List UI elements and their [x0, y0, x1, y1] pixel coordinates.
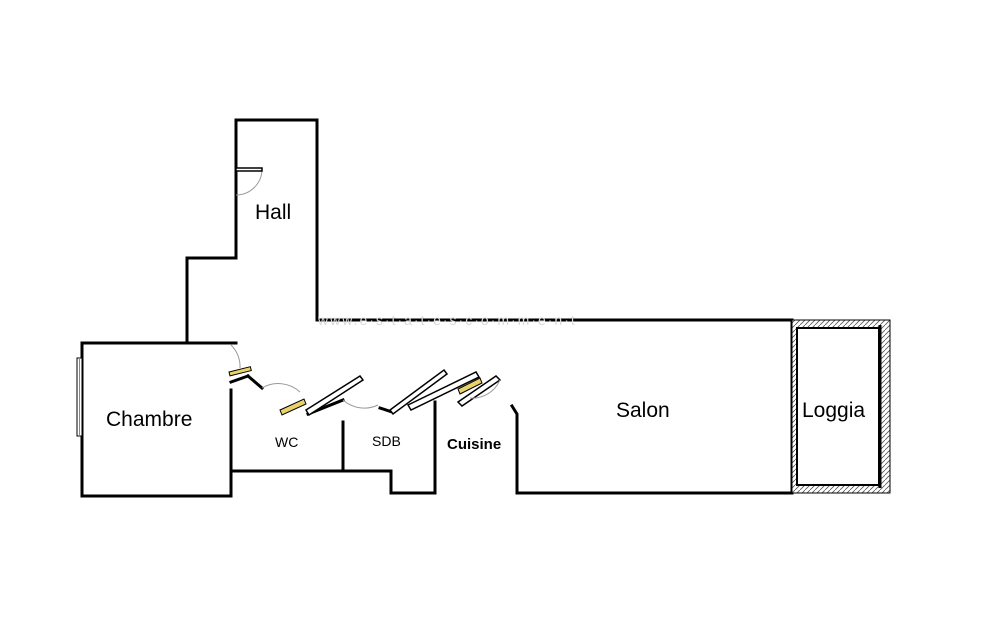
watermark: www.e·s·t·a·t·e·s·c·o·m·m·e·n·t: [317, 312, 577, 328]
sdb-door: [342, 368, 449, 416]
chambre-window: [76, 357, 83, 437]
room-label-cuisine: Cuisine: [447, 436, 501, 453]
room-label-hall: Hall: [255, 201, 291, 224]
exterior-walls: [80, 118, 794, 498]
room-label-loggia: Loggia: [802, 399, 865, 422]
wc-door: [261, 374, 365, 417]
hall-entry-door: [235, 167, 263, 196]
room-label-wc: WC: [275, 434, 298, 450]
loggia: [791, 319, 891, 494]
room-label-chambre: Chambre: [106, 408, 192, 431]
cuisine-door: [406, 371, 502, 411]
room-label-sdb: SDB: [372, 433, 401, 449]
room-label-salon: Salon: [616, 399, 670, 422]
chambre-door: [228, 344, 252, 377]
interior-walls: [229, 373, 519, 495]
